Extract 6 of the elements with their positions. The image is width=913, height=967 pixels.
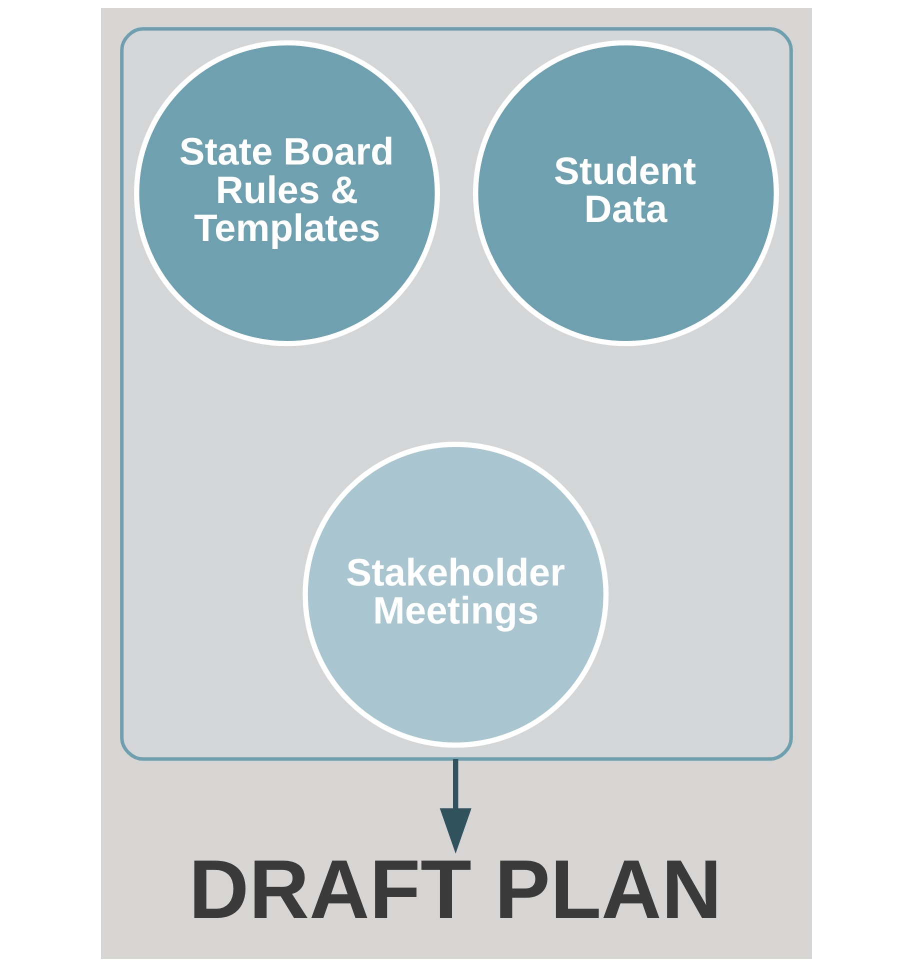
node-circle: State Board Rules & Templates [134,40,440,346]
node-circle: Stakeholder Meetings [302,442,609,748]
node-text: DRAFT PLAN [188,842,722,936]
arrow [440,759,472,854]
cluster [120,27,793,761]
node-circle: Student Data [473,40,779,346]
